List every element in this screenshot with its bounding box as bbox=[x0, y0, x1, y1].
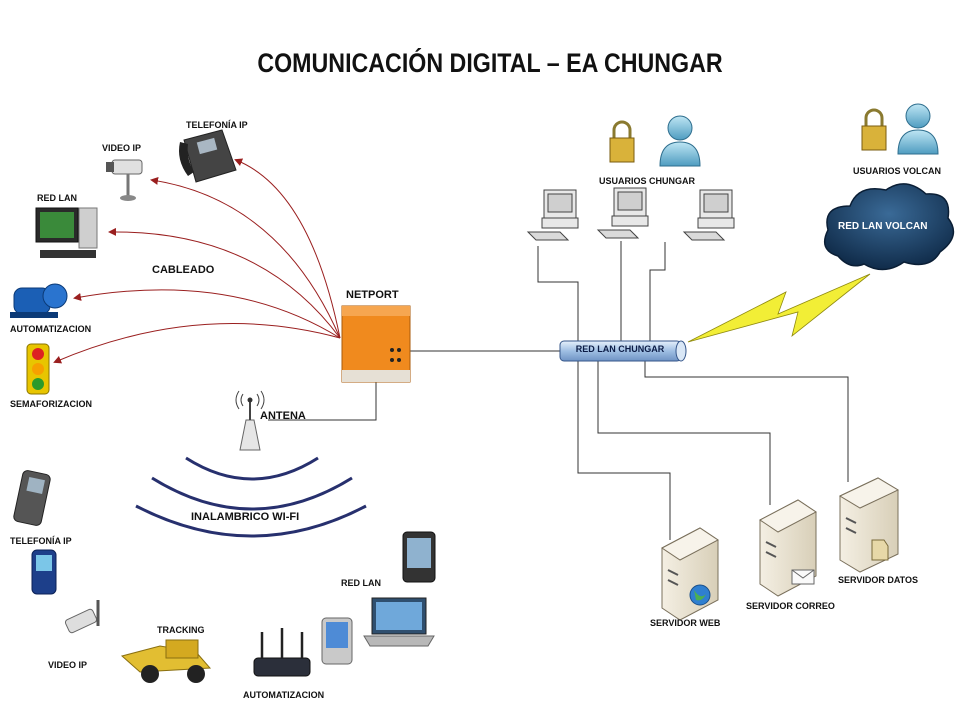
wireless-device-label-video-ip: VIDEO IP bbox=[48, 660, 88, 670]
wireless-device-label-automatizacion: AUTOMATIZACION bbox=[243, 690, 325, 700]
server-icon-web bbox=[661, 527, 719, 621]
wired-device-label-red-lan: RED LAN bbox=[37, 193, 77, 203]
cableado-links bbox=[53, 158, 341, 364]
server-icon-data bbox=[838, 477, 900, 573]
lightning-icon bbox=[687, 273, 871, 343]
link-telefonia-ip bbox=[234, 158, 341, 339]
link-semaforizacion bbox=[53, 323, 341, 364]
loader-truck-icon bbox=[120, 639, 212, 683]
desktop-pc-icon bbox=[35, 207, 98, 258]
ip-phone-icon bbox=[179, 129, 237, 183]
netport-to-antenna bbox=[268, 382, 377, 421]
wired-device-label-telefonia-ip: TELEFONÍA IP bbox=[186, 120, 248, 130]
wifi-label: INALAMBRICO WI-FI bbox=[191, 511, 300, 523]
chungar-pc-3 bbox=[682, 189, 735, 241]
ip-camera-icon-wireless bbox=[64, 600, 100, 634]
smartphone-icon bbox=[31, 549, 57, 595]
cloud-icon bbox=[823, 183, 955, 271]
pump-icon bbox=[10, 283, 68, 318]
laptop-icon bbox=[363, 597, 435, 647]
wireless-device-label-tracking: TRACKING bbox=[157, 625, 205, 635]
wired-device-label-automatizacion: AUTOMATIZACION bbox=[10, 324, 92, 334]
data-server-link bbox=[644, 358, 849, 482]
server-icon-mail bbox=[759, 499, 817, 597]
page-title: COMUNICACIÓN DIGITAL – EA CHUNGAR bbox=[257, 48, 723, 78]
usuarios-chungar-label: USUARIOS CHUNGAR bbox=[599, 176, 696, 186]
antena-label: ANTENA bbox=[260, 410, 306, 422]
pc1-link bbox=[537, 246, 579, 342]
pc3-link bbox=[649, 242, 666, 342]
chungar-pc-2 bbox=[596, 187, 649, 239]
mobile-phone-icon bbox=[13, 470, 51, 526]
padlock-icon-volcan bbox=[861, 108, 887, 151]
netport-device bbox=[341, 305, 411, 383]
user-icon bbox=[659, 115, 701, 167]
web-server-link bbox=[577, 358, 671, 540]
server-label-data: SERVIDOR DATOS bbox=[838, 575, 919, 585]
wired-device-label-semaforizacion: SEMAFORIZACION bbox=[10, 399, 92, 409]
wireless-device-label-red-lan: RED LAN bbox=[341, 578, 381, 588]
ip-camera-icon bbox=[106, 159, 143, 201]
mail-server-link bbox=[597, 358, 771, 505]
server-label-mail: SERVIDOR CORREO bbox=[746, 601, 835, 611]
cableado-label: CABLEADO bbox=[152, 264, 215, 276]
wired-device-label-video-ip: VIDEO IP bbox=[102, 143, 142, 153]
netport-label: NETPORT bbox=[346, 289, 399, 301]
lan-links bbox=[268, 241, 849, 540]
wireless-device-label-telefonia-ip: TELEFONÍA IP bbox=[10, 536, 72, 546]
chungar-pc-1 bbox=[526, 189, 579, 241]
red-lan-volcan-label: RED LAN VOLCAN bbox=[838, 221, 928, 232]
traffic-light-icon bbox=[26, 343, 50, 395]
backbone-pipe bbox=[559, 340, 687, 362]
wifi-router-icon bbox=[253, 628, 311, 677]
link-automatizacion bbox=[73, 289, 341, 339]
usuarios-volcan-label: USUARIOS VOLCAN bbox=[853, 166, 942, 176]
red-lan-chungar-label: RED LAN CHUNGAR bbox=[575, 344, 665, 354]
link-red-lan bbox=[108, 227, 341, 339]
user-icon-volcan bbox=[897, 103, 939, 155]
link-video-ip bbox=[150, 176, 341, 339]
wifi-waves bbox=[135, 456, 367, 538]
tablet-icon bbox=[402, 531, 436, 583]
server-label-web: SERVIDOR WEB bbox=[650, 618, 721, 628]
antenna-icon bbox=[235, 390, 265, 451]
pda-icon bbox=[321, 617, 353, 665]
padlock-icon bbox=[609, 120, 635, 163]
